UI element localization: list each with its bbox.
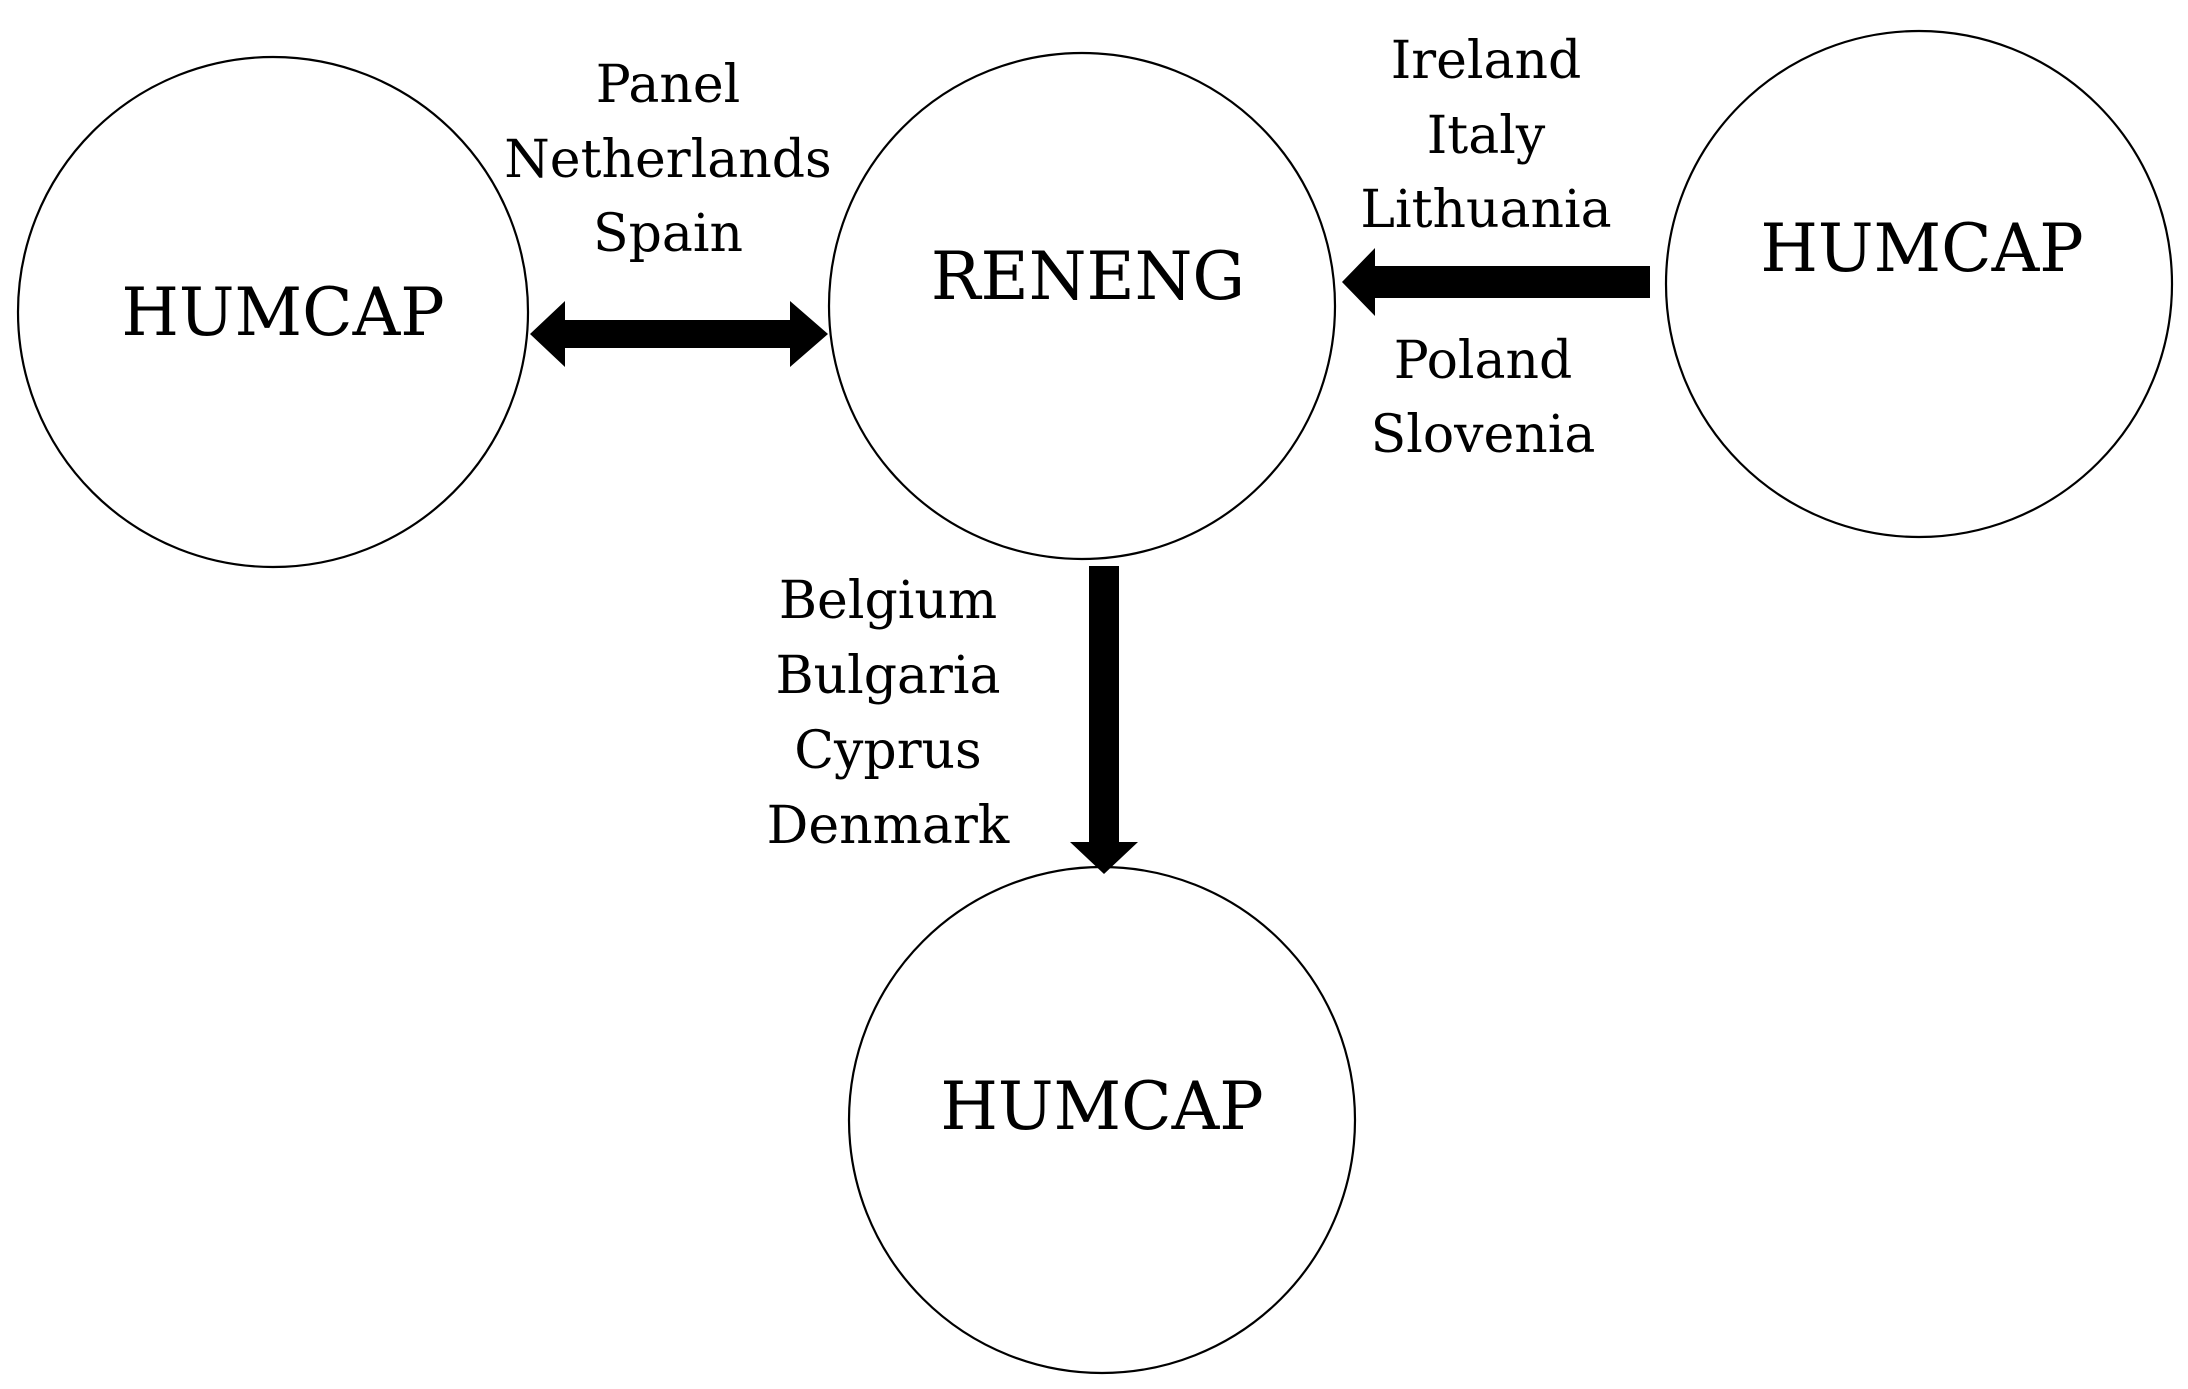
node-humcap-bottom: HUMCAP xyxy=(847,865,1357,1375)
edge-label-left-center: Panel Netherlands Spain xyxy=(504,55,831,264)
node-label-reneng: RENENG xyxy=(931,238,1245,315)
edge-label-line: Italy xyxy=(1427,106,1546,166)
edge-label-right-center-above: Ireland Italy Lithuania xyxy=(1360,31,1611,240)
node-label-humcap-left: HUMCAP xyxy=(121,274,444,351)
edge-label-line: Poland xyxy=(1394,331,1573,391)
arrow-center-to-bottom xyxy=(1070,566,1138,874)
edge-label-line: Ireland xyxy=(1391,31,1582,91)
edge-label-line: Belgium xyxy=(779,571,997,631)
edge-label-line: Bulgaria xyxy=(775,646,1000,706)
node-label-humcap-bottom: HUMCAP xyxy=(940,1068,1263,1145)
node-humcap-right: HUMCAP xyxy=(1664,29,2174,539)
node-humcap-left: HUMCAP xyxy=(16,55,530,569)
edge-label-line: Denmark xyxy=(767,796,1010,856)
arrow-right-to-center xyxy=(1342,248,1650,316)
bidirectional-arrow xyxy=(530,301,828,367)
edge-label-line: Cyprus xyxy=(794,721,981,781)
node-circle xyxy=(16,55,530,569)
edge-label-line: Lithuania xyxy=(1360,180,1611,240)
node-label-humcap-right: HUMCAP xyxy=(1760,210,2083,287)
edge-label-right-center-below: Poland Slovenia xyxy=(1371,331,1596,465)
node-circle xyxy=(827,51,1337,561)
edge-label-line: Slovenia xyxy=(1371,405,1596,465)
node-circle xyxy=(1664,29,2174,539)
node-reneng-center: RENENG xyxy=(827,51,1337,561)
edge-label-center-bottom: Belgium Bulgaria Cyprus Denmark xyxy=(767,571,1010,856)
edge-label-line: Spain xyxy=(593,204,743,264)
edge-label-line: Panel xyxy=(596,55,741,115)
edge-label-line: Netherlands xyxy=(504,130,831,190)
